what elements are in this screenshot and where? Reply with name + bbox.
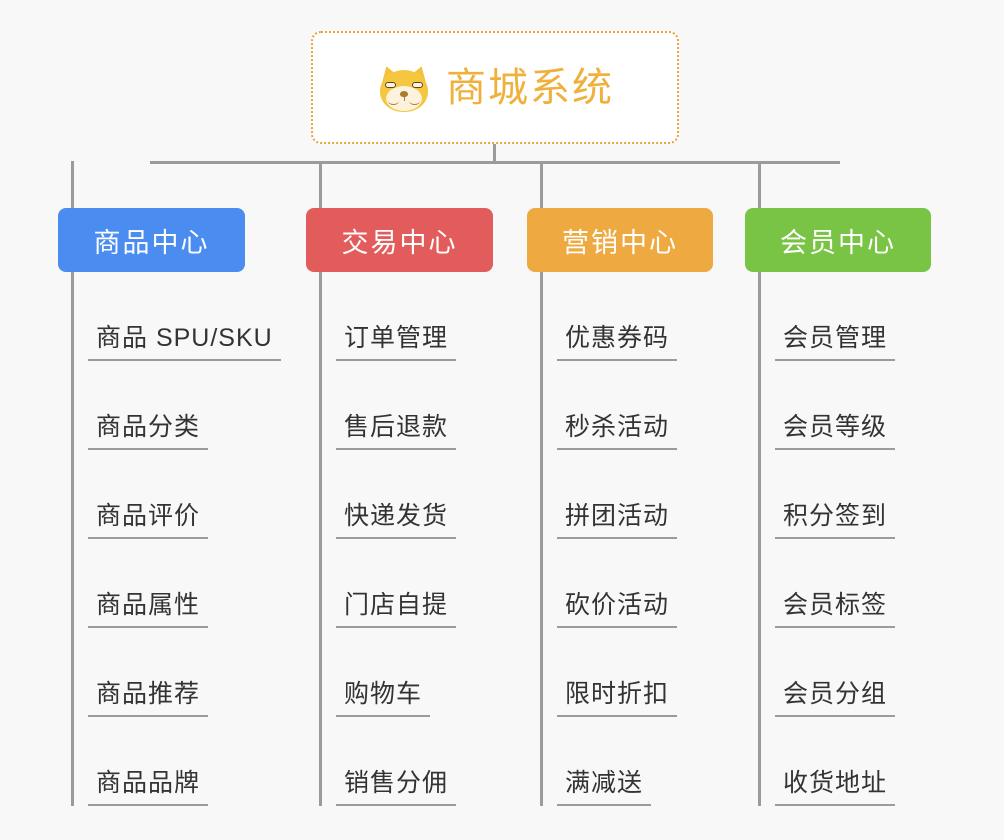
leaf-item-label: 积分签到 [775,502,896,539]
leaf-item-label: 优惠券码 [557,324,678,361]
leaf-item-label: 会员管理 [775,324,896,361]
leaf-item-label: 拼团活动 [557,502,678,539]
category-box-3[interactable]: 营销中心 [527,208,713,272]
leaf-item[interactable]: 商品属性 [58,539,245,628]
leaf-item[interactable]: 商品评价 [58,450,245,539]
leaf-item[interactable]: 门店自提 [306,539,493,628]
leaf-item[interactable]: 收货地址 [745,717,931,806]
leaf-item[interactable]: 商品推荐 [58,628,245,717]
leaf-item[interactable]: 积分签到 [745,450,931,539]
connector-horizontal-bar [150,161,840,164]
connector-drop-3 [540,161,543,208]
leaf-item-label: 砍价活动 [557,591,678,628]
leaf-item-label: 收货地址 [775,769,896,806]
connector-root-stem [493,144,496,164]
leaf-item[interactable]: 会员等级 [745,361,931,450]
connector-drop-4 [758,161,761,208]
root-title: 商城系统 [446,65,614,110]
leaf-item[interactable]: 会员分组 [745,628,931,717]
leaf-item[interactable]: 销售分佣 [306,717,493,806]
leaf-item[interactable]: 砍价活动 [527,539,713,628]
leaf-list-4: 会员管理会员等级积分签到会员标签会员分组收货地址 [745,272,931,806]
leaf-list-1: 商品 SPU/SKU 商品分类商品评价商品属性商品推荐商品品牌 [58,272,281,806]
leaf-item-label: 会员等级 [775,413,896,450]
leaf-item-label: 门店自提 [336,591,457,628]
leaf-list-3: 优惠券码秒杀活动拼团活动砍价活动限时折扣满减送 [527,272,713,806]
category-box-1[interactable]: 商品中心 [58,208,245,272]
leaf-item-label: 订单管理 [336,324,457,361]
leaf-item[interactable]: 商品 SPU/SKU [58,272,281,361]
connector-trunk-3 [540,272,543,806]
leaf-item[interactable]: 会员管理 [745,272,931,361]
leaf-item-label: 商品推荐 [88,680,209,717]
leaf-item[interactable]: 快递发货 [306,450,493,539]
connector-drop-2 [319,161,322,208]
connector-drop-1 [71,161,74,208]
leaf-item-label: 会员标签 [775,591,896,628]
leaf-item[interactable]: 商品分类 [58,361,245,450]
leaf-item-label: 满减送 [557,769,652,806]
leaf-item[interactable]: 秒杀活动 [527,361,713,450]
root-node[interactable]: 商城系统 [311,31,679,144]
branch-column-3: 营销中心优惠券码秒杀活动拼团活动砍价活动限时折扣满减送 [527,208,713,806]
branch-column-4: 会员中心会员管理会员等级积分签到会员标签会员分组收货地址 [745,208,931,806]
leaf-item[interactable]: 购物车 [306,628,493,717]
leaf-item-label: 售后退款 [336,413,457,450]
branch-column-1: 商品中心商品 SPU/SKU 商品分类商品评价商品属性商品推荐商品品牌 [58,208,281,806]
shiba-inu-icon [375,62,433,112]
leaf-item[interactable]: 售后退款 [306,361,493,450]
category-box-4[interactable]: 会员中心 [745,208,931,272]
leaf-item[interactable]: 会员标签 [745,539,931,628]
leaf-item-label: 购物车 [336,680,431,717]
leaf-item[interactable]: 订单管理 [306,272,493,361]
leaf-item-label: 商品属性 [88,591,209,628]
leaf-list-2: 订单管理售后退款快递发货门店自提购物车销售分佣 [306,272,493,806]
connector-trunk-4 [758,272,761,806]
leaf-item-label: 会员分组 [775,680,896,717]
leaf-item[interactable]: 拼团活动 [527,450,713,539]
leaf-item[interactable]: 商品品牌 [58,717,245,806]
leaf-item-label: 秒杀活动 [557,413,678,450]
leaf-item-label: 快递发货 [336,502,457,539]
leaf-item-label: 商品评价 [88,502,209,539]
branch-column-2: 交易中心订单管理售后退款快递发货门店自提购物车销售分佣 [306,208,493,806]
connector-trunk-1 [71,272,74,806]
leaf-item[interactable]: 满减送 [527,717,713,806]
leaf-item-label: 销售分佣 [336,769,457,806]
leaf-item-label: 商品 SPU/SKU [88,324,281,361]
leaf-item-label: 商品品牌 [88,769,209,806]
connector-trunk-2 [319,272,322,806]
category-box-2[interactable]: 交易中心 [306,208,493,272]
leaf-item[interactable]: 优惠券码 [527,272,713,361]
leaf-item[interactable]: 限时折扣 [527,628,713,717]
leaf-item-label: 商品分类 [88,413,209,450]
leaf-item-label: 限时折扣 [557,680,678,717]
